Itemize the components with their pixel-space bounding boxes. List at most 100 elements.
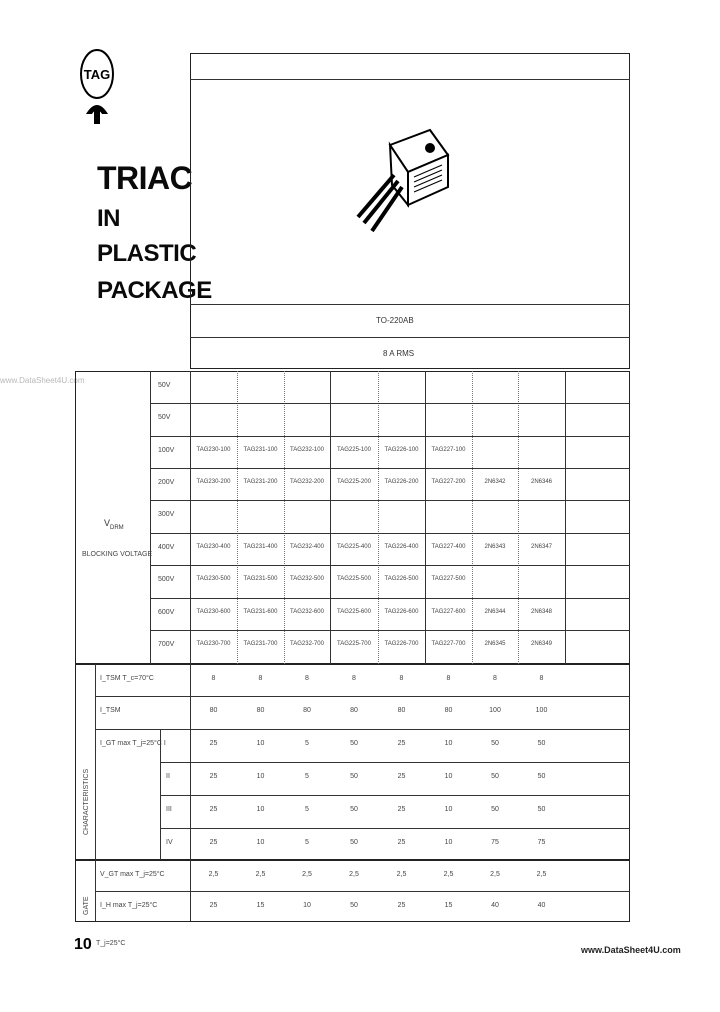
voltage-value: 50V [158,414,171,421]
part-number-cell: TAG225-700 [337,641,371,647]
spec-value: 25 [209,740,218,747]
to220-package-icon [356,128,450,233]
row-line [150,533,630,534]
spec-value: 25 [397,740,406,747]
part-number-cell: TAG232-500 [290,576,324,582]
gate-group-label: GATE [83,896,90,915]
part-number-cell: TAG227-200 [431,479,466,485]
spec-value: 50 [491,773,499,780]
part-number-cell: 2N6349 [530,641,553,647]
part-number-cell: TAG227-400 [431,544,466,550]
spec-value: 25 [209,806,218,813]
part-number-cell: 2N6347 [530,544,553,550]
gate-value: 2,5 [443,871,454,878]
part-number-cell: TAG226-600 [384,609,419,615]
part-number-cell: TAG225-100 [337,447,371,453]
table-col-dotted [518,371,519,664]
spec-value: 5 [305,806,309,813]
spec-value: 80 [397,707,406,714]
table-col-dotted [472,371,473,664]
part-number-cell: 2N6342 [484,479,506,485]
spec-value: 10 [256,740,265,747]
spec-value: 5 [305,740,309,747]
gate-value: 15 [256,902,265,909]
table-col-line [95,664,96,922]
gate-label: I_H max T_j=25°C [100,902,158,909]
spec-value: 8 [352,675,356,682]
gate-value: 2,5 [255,871,266,878]
part-number-cell: TAG232-100 [290,447,324,453]
spec-value: 50 [537,740,546,747]
title-line-2: IN [97,205,121,232]
gate-value: 40 [537,902,546,909]
spec-label: III [166,806,172,813]
row-line [160,795,630,796]
frame-divider [190,79,630,80]
row-line [160,828,630,829]
voltage-value: 50V [158,382,171,389]
gate-label: V_GT max T_j=25°C [100,871,165,878]
part-number-cell: TAG225-500 [337,576,371,582]
voltage-value: 700V [158,641,175,648]
current-rating: 8 A RMS [383,349,415,358]
spec-label: I_TSM [100,707,121,714]
table-col-dotted [284,371,285,664]
gate-value: 50 [350,902,358,909]
row-line [95,891,630,892]
row-line [150,565,630,566]
spec-value: 25 [397,773,406,780]
part-number-cell: TAG227-500 [431,576,466,582]
part-number-cell: TAG225-600 [337,609,371,615]
spec-value: 50 [350,740,358,747]
row-line [95,729,630,730]
part-number-cell: TAG230-400 [196,544,231,550]
part-number-cell: TAG232-400 [290,544,324,550]
frame-divider [190,337,630,338]
spec-value: 80 [350,707,358,714]
part-number-cell: TAG232-200 [290,479,324,485]
spec-label: I_TSM T_c=70°C [100,675,154,682]
voltage-value: 400V [158,544,175,551]
part-number-cell: TAG226-700 [384,641,419,647]
spec-value: 50 [491,806,499,813]
part-number-cell: TAG227-600 [431,609,466,615]
row-line [150,630,630,631]
voltage-value: 500V [158,576,175,583]
title-line-3: PLASTIC [97,240,197,267]
spec-value: 8 [399,675,404,682]
voltage-value: 600V [158,609,175,616]
spec-value: 5 [305,839,309,846]
title-line-4: PACKAGE [97,277,212,304]
part-number-cell: TAG227-700 [431,641,466,647]
spec-value: 8 [446,675,451,682]
spec-value: 5 [305,773,309,780]
part-number-cell: TAG231-100 [243,447,278,453]
spec-value: 80 [444,707,453,714]
gate-value: 2,5 [490,871,500,878]
table-col-line [565,371,566,664]
part-number-cell: TAG230-700 [196,641,231,647]
part-number-cell: TAG231-400 [243,544,278,550]
package-name: TO-220AB [376,316,414,325]
voltage-value: 200V [158,479,175,486]
spec-value: 50 [350,806,358,813]
spec-value: 10 [256,839,265,846]
spec-label: I_GT max T_j=25°C I [100,740,166,747]
footer-url: www.DataSheet4U.com [581,945,681,955]
part-number-cell: TAG225-400 [337,544,371,550]
page-number: 10 [74,936,92,953]
row-line [160,762,630,763]
spec-value: 50 [350,773,358,780]
gate-value: 2,5 [302,871,312,878]
gate-value: 15 [444,902,453,909]
spec-value: 8 [258,675,263,682]
spec-value: 8 [493,675,497,682]
part-number-cell: TAG231-500 [243,576,278,582]
table-col-dotted [237,371,238,664]
part-number-cell: TAG230-100 [196,447,231,453]
gate-value: 25 [209,902,218,909]
gate-value: 2,5 [396,871,407,878]
row-line [150,403,630,404]
vdrm-symbol: VDRM [104,518,124,531]
spec-value: 25 [397,806,406,813]
